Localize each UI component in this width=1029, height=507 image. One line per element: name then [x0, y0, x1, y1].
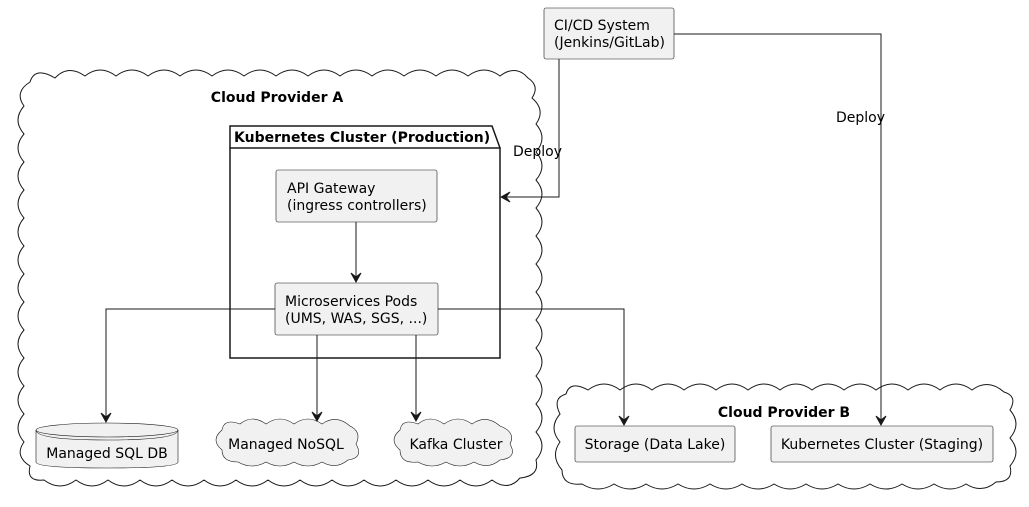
edges: Deploy Deploy [100, 33, 887, 427]
cloud-provider-a-title: Cloud Provider A [211, 90, 344, 106]
arrowhead-nosql [311, 411, 323, 423]
api-gateway-line2: (ingress controllers) [287, 198, 427, 214]
arrowhead-kafka [410, 411, 422, 423]
k8s-production-tab [229, 125, 501, 149]
microservices-pods-node[interactable]: Microservices Pods (UMS, WAS, SGS, ...) [274, 282, 439, 336]
managed-nosql-label: Managed NoSQL [228, 437, 344, 453]
kafka-cluster-shape [393, 418, 513, 467]
arrowhead-staging [875, 415, 887, 427]
api-gateway-line1: API Gateway [287, 181, 375, 197]
managed-sql-db-node[interactable]: Managed SQL DB [35, 422, 179, 469]
arrowhead-sql [100, 412, 112, 424]
storage-data-lake-node[interactable]: Storage (Data Lake) [574, 425, 736, 463]
k8s-staging-node[interactable]: Kubernetes Cluster (Staging) [770, 425, 994, 463]
managed-nosql-node[interactable]: Managed NoSQL [215, 418, 359, 467]
arrowhead-microservices [350, 272, 362, 284]
kafka-cluster-node[interactable]: Kafka Cluster [393, 418, 513, 467]
k8s-production-title: Kubernetes Cluster (Production) [234, 130, 490, 146]
api-gateway-node[interactable]: API Gateway (ingress controllers) [275, 169, 438, 223]
cicd-line2: (Jenkins/GitLab) [554, 35, 665, 51]
managed-nosql-shape [215, 418, 359, 467]
edge-label-deploy-staging: Deploy [836, 110, 885, 126]
edge-microservices-to-storage [438, 308, 625, 422]
managed-sql-label: Managed SQL DB [46, 446, 168, 462]
edge-label-deploy-production: Deploy [513, 144, 562, 160]
cicd-line1: CI/CD System [554, 18, 650, 34]
k8s-staging-label: Kubernetes Cluster (Staging) [781, 437, 983, 453]
storage-label: Storage (Data Lake) [585, 437, 726, 453]
arrowhead-production [499, 191, 511, 203]
edge-cicd-to-production [504, 59, 560, 198]
edge-microservices-to-sql [105, 308, 275, 419]
cloud-provider-b-title: Cloud Provider B [718, 405, 850, 421]
edge-cicd-to-staging [674, 33, 882, 422]
cicd-system-node[interactable]: CI/CD System (Jenkins/GitLab) [543, 7, 675, 60]
microservices-line1: Microservices Pods [285, 294, 417, 310]
arrowhead-storage [618, 415, 630, 427]
kafka-cluster-label: Kafka Cluster [409, 437, 502, 453]
microservices-line2: (UMS, WAS, SGS, ...) [285, 311, 427, 327]
